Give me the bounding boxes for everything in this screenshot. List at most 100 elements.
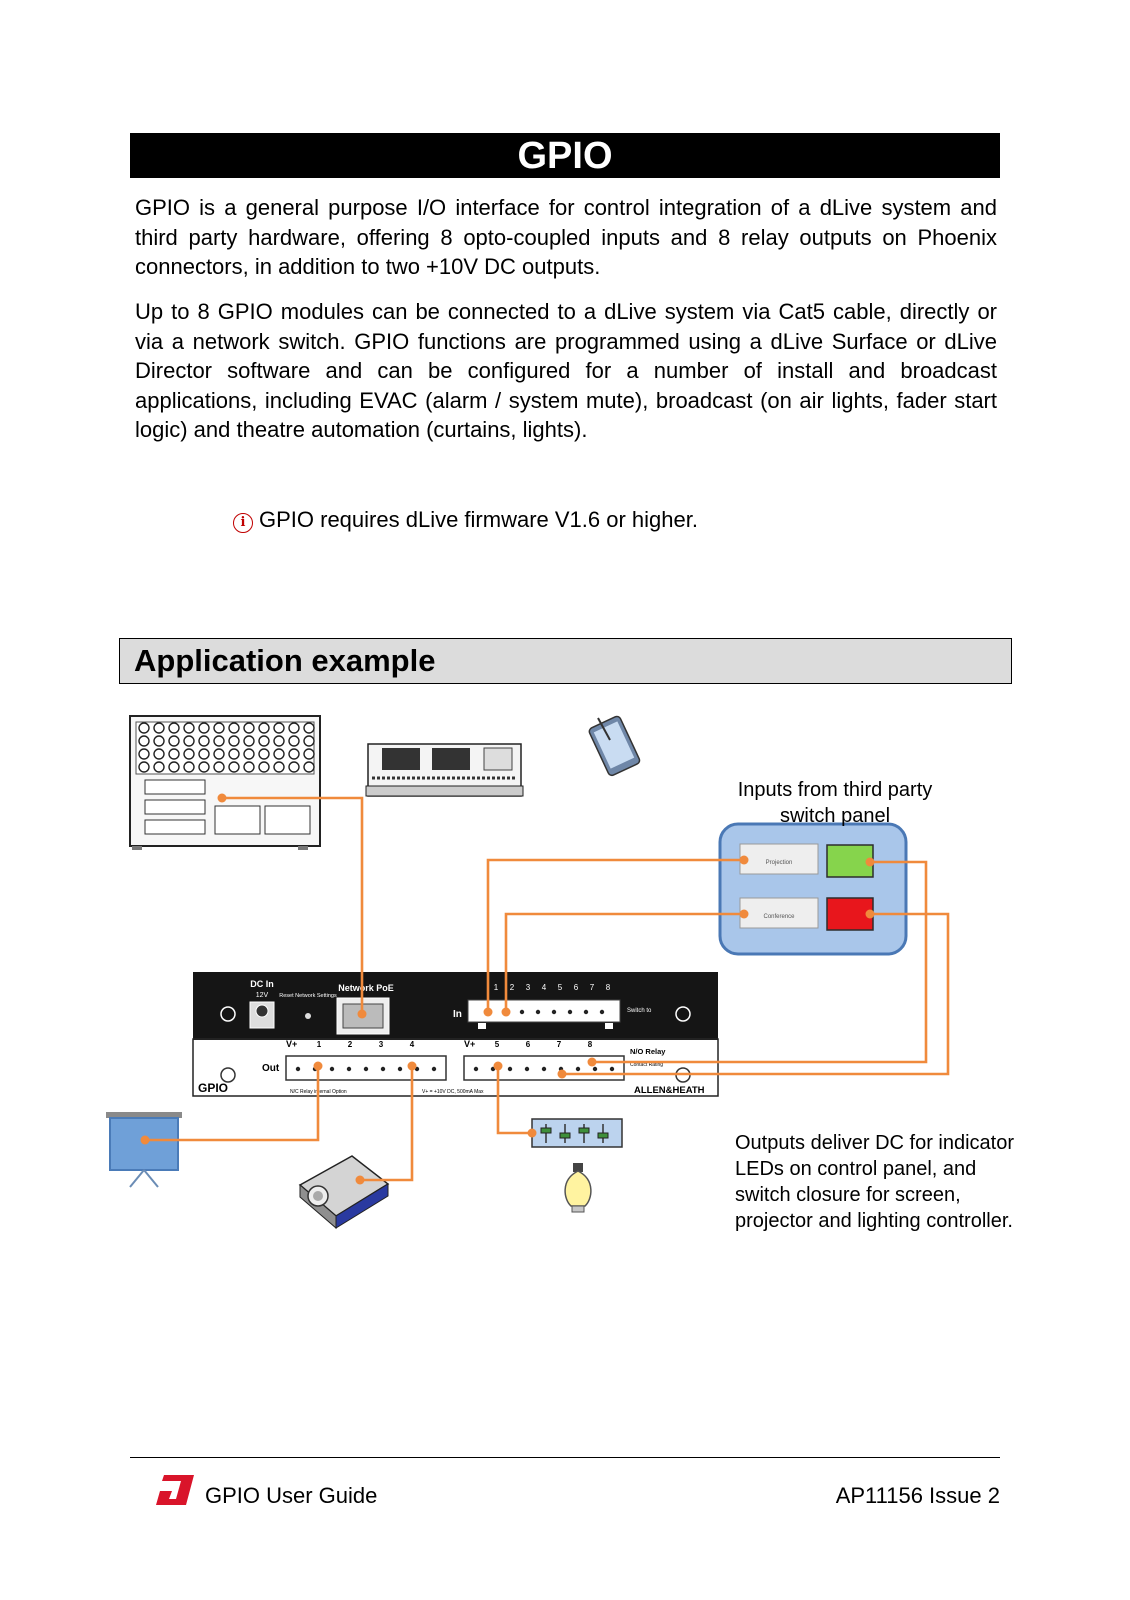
gpio-device: DC In 12V Reset Network Settings Network…: [192, 972, 719, 1097]
rack-socket: [228, 735, 240, 747]
fader-knob: [540, 1127, 552, 1134]
rack-socket: [273, 722, 285, 734]
light-bulb-icon: [564, 1163, 592, 1213]
out-number: 4: [410, 1040, 415, 1049]
rack-socket: [183, 735, 195, 747]
rack-socket: [303, 722, 315, 734]
relay-label: N/O Relay: [630, 1047, 666, 1056]
dc-in-label: DC In: [250, 979, 274, 989]
section-heading: Application example: [119, 638, 1012, 684]
rack-socket: [168, 761, 180, 773]
dc-out-rating-label: V+ = +10V DC, 500mA Max: [422, 1089, 484, 1095]
rack-socket: [258, 761, 270, 773]
in-pin: [535, 1009, 541, 1015]
in-number: 6: [574, 983, 579, 992]
outputs-caption: Outputs deliver DC for indicator LEDs on…: [735, 1132, 1015, 1232]
rack-socket: [288, 748, 300, 760]
in-pin: [583, 1009, 589, 1015]
cable-end: [501, 1007, 511, 1017]
cable-end: [313, 1061, 323, 1071]
cable-end: [407, 1061, 417, 1071]
out-pin: [346, 1066, 352, 1072]
rack-socket: [198, 735, 210, 747]
out-pin: [363, 1066, 369, 1072]
in-number: 5: [558, 983, 563, 992]
section-title: Application example: [134, 643, 436, 678]
cable: [562, 912, 950, 1076]
in-number: 1: [494, 983, 499, 992]
panel-label-conference: Conference: [763, 914, 795, 920]
out-pin: [609, 1066, 615, 1072]
rack-socket: [138, 735, 150, 747]
rack-socket: [303, 761, 315, 773]
in-number: 8: [606, 983, 611, 992]
rack-socket: [288, 735, 300, 747]
cable-end: [357, 1009, 367, 1019]
out-pin: [507, 1066, 513, 1072]
in-pin: [599, 1009, 605, 1015]
network-label: Network PoE: [338, 983, 394, 993]
out-number: 7: [557, 1040, 562, 1049]
cable: [222, 796, 364, 1014]
switch-panel: Projection Conference: [718, 822, 908, 956]
cable-end: [493, 1061, 503, 1071]
switch-to-label: Switch to: [627, 1008, 652, 1014]
cable-end: [739, 855, 749, 865]
tablet-icon: [588, 715, 641, 777]
v-plus-right: V+: [464, 1039, 475, 1049]
in-label: In: [453, 1009, 462, 1020]
out-pin: [397, 1066, 403, 1072]
out-pin: [295, 1066, 301, 1072]
modules-paragraph: Up to 8 GPIO modules can be connected to…: [135, 299, 997, 442]
cable-end: [587, 1057, 597, 1067]
intro-paragraph: GPIO is a general purpose I/O interface …: [135, 195, 997, 279]
out-number: 2: [348, 1040, 353, 1049]
rack-socket: [183, 761, 195, 773]
in-number: 3: [526, 983, 531, 992]
cable-end: [355, 1175, 365, 1185]
cable-end: [483, 1007, 493, 1017]
in-pin: [551, 1009, 557, 1015]
page-title: GPIO: [130, 133, 1000, 178]
rack-socket: [153, 722, 165, 734]
in-number: 7: [590, 983, 595, 992]
rack-socket: [303, 748, 315, 760]
footer-rule: [130, 1457, 1000, 1458]
rack-socket: [153, 761, 165, 773]
green-button: [826, 844, 874, 878]
brand-label: ALLEN&HEATH: [634, 1085, 705, 1096]
device-model-label: GPIO: [198, 1081, 228, 1095]
projection-screen-icon: [106, 1112, 182, 1188]
rack-socket: [243, 761, 255, 773]
rack-socket: [198, 722, 210, 734]
rack-socket: [273, 748, 285, 760]
cable-end: [527, 1128, 537, 1138]
cable-end: [865, 857, 875, 867]
cable-end: [739, 909, 749, 919]
rack-socket: [288, 722, 300, 734]
out-pin: [524, 1066, 530, 1072]
rack-socket: [168, 748, 180, 760]
out-label: Out: [262, 1063, 280, 1074]
cable: [504, 912, 744, 1012]
cable: [486, 858, 744, 1012]
in-number: 4: [542, 983, 547, 992]
projector-icon: [298, 1155, 390, 1230]
rack-socket: [138, 722, 150, 734]
cable-end: [557, 1069, 567, 1079]
out-number: 3: [379, 1040, 384, 1049]
cable-end: [217, 793, 227, 803]
rack-socket: [258, 722, 270, 734]
dc-rating-label: 12V: [256, 992, 269, 999]
footer-guide-title: GPIO User Guide: [205, 1483, 378, 1508]
rack-socket: [288, 761, 300, 773]
out-pin: [329, 1066, 335, 1072]
rack-socket: [243, 748, 255, 760]
cable: [592, 860, 928, 1064]
out-pin: [541, 1066, 547, 1072]
rack-socket: [138, 761, 150, 773]
out-pin: [575, 1066, 581, 1072]
